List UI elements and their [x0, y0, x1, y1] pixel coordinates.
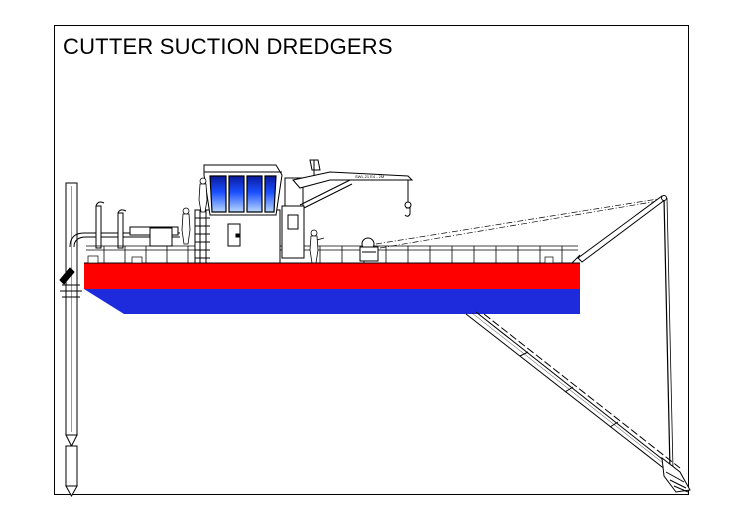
hull: [84, 254, 581, 314]
cutter-ladder: [465, 311, 681, 471]
deck-railing: [86, 245, 578, 263]
hull-upper-band: [84, 263, 580, 289]
door: [227, 223, 241, 247]
spud-pole: [59, 182, 82, 498]
deck-piping: [69, 201, 180, 249]
wheelhouse-windows: [209, 175, 277, 213]
crane-plate-text: SWL 21 E4 - 2M: [355, 174, 384, 179]
deck-crane: SWL 21 E4 - 2M: [281, 159, 414, 259]
deck-winch: [359, 237, 379, 262]
gantry-wires: [375, 197, 665, 249]
a-frame-gantry: [577, 195, 674, 471]
page-title: CUTTER SUCTION DREDGERS: [63, 34, 393, 59]
cutter-head: [661, 456, 691, 493]
hull-lower-band: [84, 289, 580, 314]
